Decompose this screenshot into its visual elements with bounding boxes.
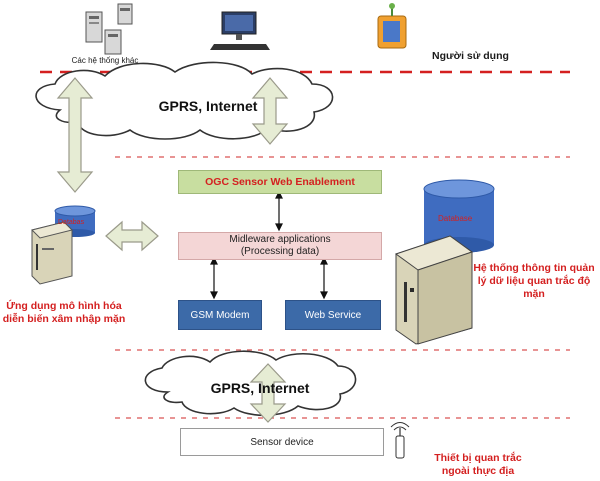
arrow-center-upper <box>251 77 289 145</box>
field-device-line2: ngoài thực địa <box>441 465 515 477</box>
computer-icon <box>210 11 270 50</box>
ogc-sensor-web-box: OGC Sensor Web Enablement <box>178 170 382 194</box>
mobile-device-icon <box>377 3 407 49</box>
database-right-label: Database <box>438 214 473 223</box>
info-system-line1: Hệ thống thông tin quản <box>473 262 595 274</box>
sensor-device-box: Sensor device <box>180 428 384 456</box>
middleware-subtitle: (Processing data) <box>240 246 320 257</box>
servers-icon <box>85 3 133 55</box>
arrow-left-vertical <box>56 77 94 193</box>
arrow-center-lower <box>249 363 287 423</box>
info-system-line2: lý dữ liệu quan trắc độ <box>477 275 591 287</box>
modeling-app-label: Ứng dụng mô hình hóa diễn biến xâm nhập … <box>0 300 128 326</box>
gsm-modem-box: GSM Modem <box>178 300 262 330</box>
field-device-label: Thiết bị quan trắc ngoài thực địa <box>418 452 538 478</box>
cloud-lower-label: GPRS, Internet <box>210 380 310 396</box>
modeling-app-line1: Ứng dụng mô hình hóa <box>6 300 122 312</box>
database-left-label: Databas <box>58 219 85 226</box>
sensor-antenna-icon <box>390 422 410 459</box>
info-system-line3: mặn <box>523 288 545 300</box>
field-device-line1: Thiết bị quan trắc <box>434 452 522 464</box>
cloud-upper-label: GPRS, Internet <box>158 98 258 114</box>
other-systems-label: Các hệ thống khác <box>71 56 139 65</box>
middleware-title: Midleware applications <box>229 234 331 245</box>
modeling-app-line2: diễn biến xâm nhập mặn <box>2 313 126 325</box>
cloud-lower <box>144 350 357 417</box>
connector-arrows <box>210 190 328 300</box>
web-service-box: Web Service <box>285 300 381 330</box>
server-icon-right <box>394 235 474 345</box>
info-system-label: Hệ thống thông tin quản lý dữ liệu quan … <box>470 262 598 301</box>
middleware-box: Midleware applications (Processing data) <box>178 232 382 260</box>
arrow-horizontal <box>105 220 159 252</box>
cloud-upper <box>35 61 334 140</box>
server-icon-left <box>31 221 73 285</box>
users-label: Người sử dụng <box>432 50 509 62</box>
